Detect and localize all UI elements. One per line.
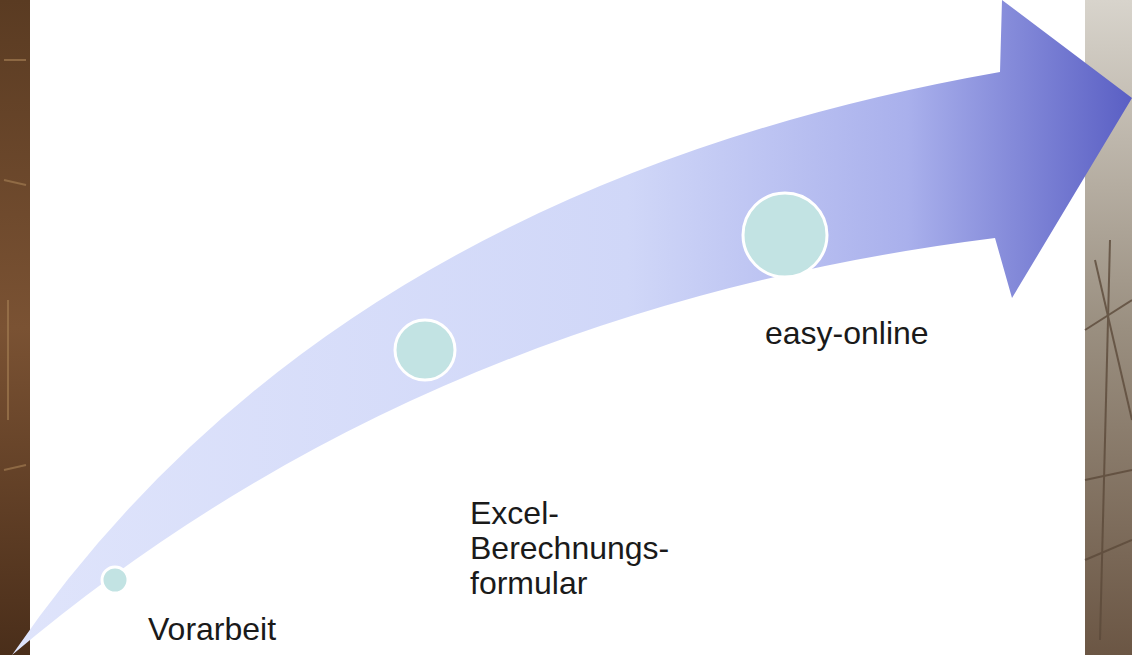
step-label: Excel- Berechnungs- formular [470,496,669,601]
milestone-dot [743,193,827,277]
photo-detail [1085,240,1132,640]
photo-detail [4,60,26,470]
curved-arrow [12,0,1132,655]
step-label: Vorarbeit [148,612,276,647]
milestone-dot [102,567,128,593]
milestone-dot [395,320,455,380]
photo-strip [0,0,30,655]
step-label: easy-online [765,316,929,351]
